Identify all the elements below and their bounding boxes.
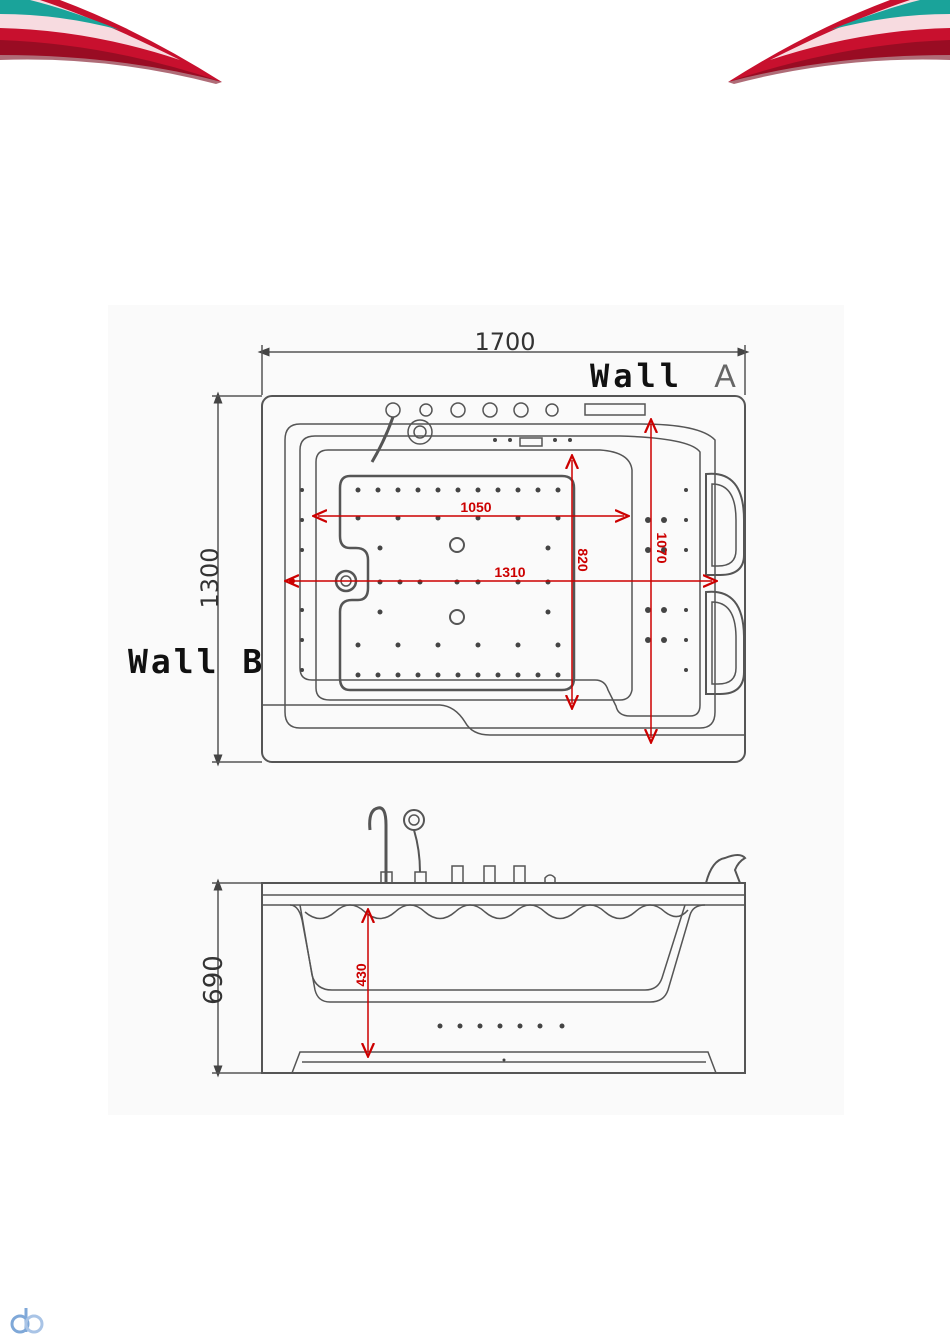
overall-height-label: 690 — [199, 955, 229, 1005]
water-depth-label: 430 — [353, 963, 369, 987]
wall-a-letter: A — [714, 358, 736, 394]
overall-width-label: 1700 — [474, 328, 535, 356]
brand-logo-icon — [8, 1306, 48, 1336]
inner-length-label: 1310 — [494, 564, 525, 580]
inner-depth-right-label: 1070 — [654, 532, 670, 563]
inner-width-label: 1050 — [460, 499, 491, 515]
inner-depth-label: 820 — [575, 548, 591, 572]
wall-b-label: Wall B — [128, 642, 265, 681]
wall-a-label: Wall A — [590, 357, 736, 395]
wall-a-word: Wall — [590, 357, 683, 395]
overall-depth-label: 1300 — [196, 547, 224, 608]
